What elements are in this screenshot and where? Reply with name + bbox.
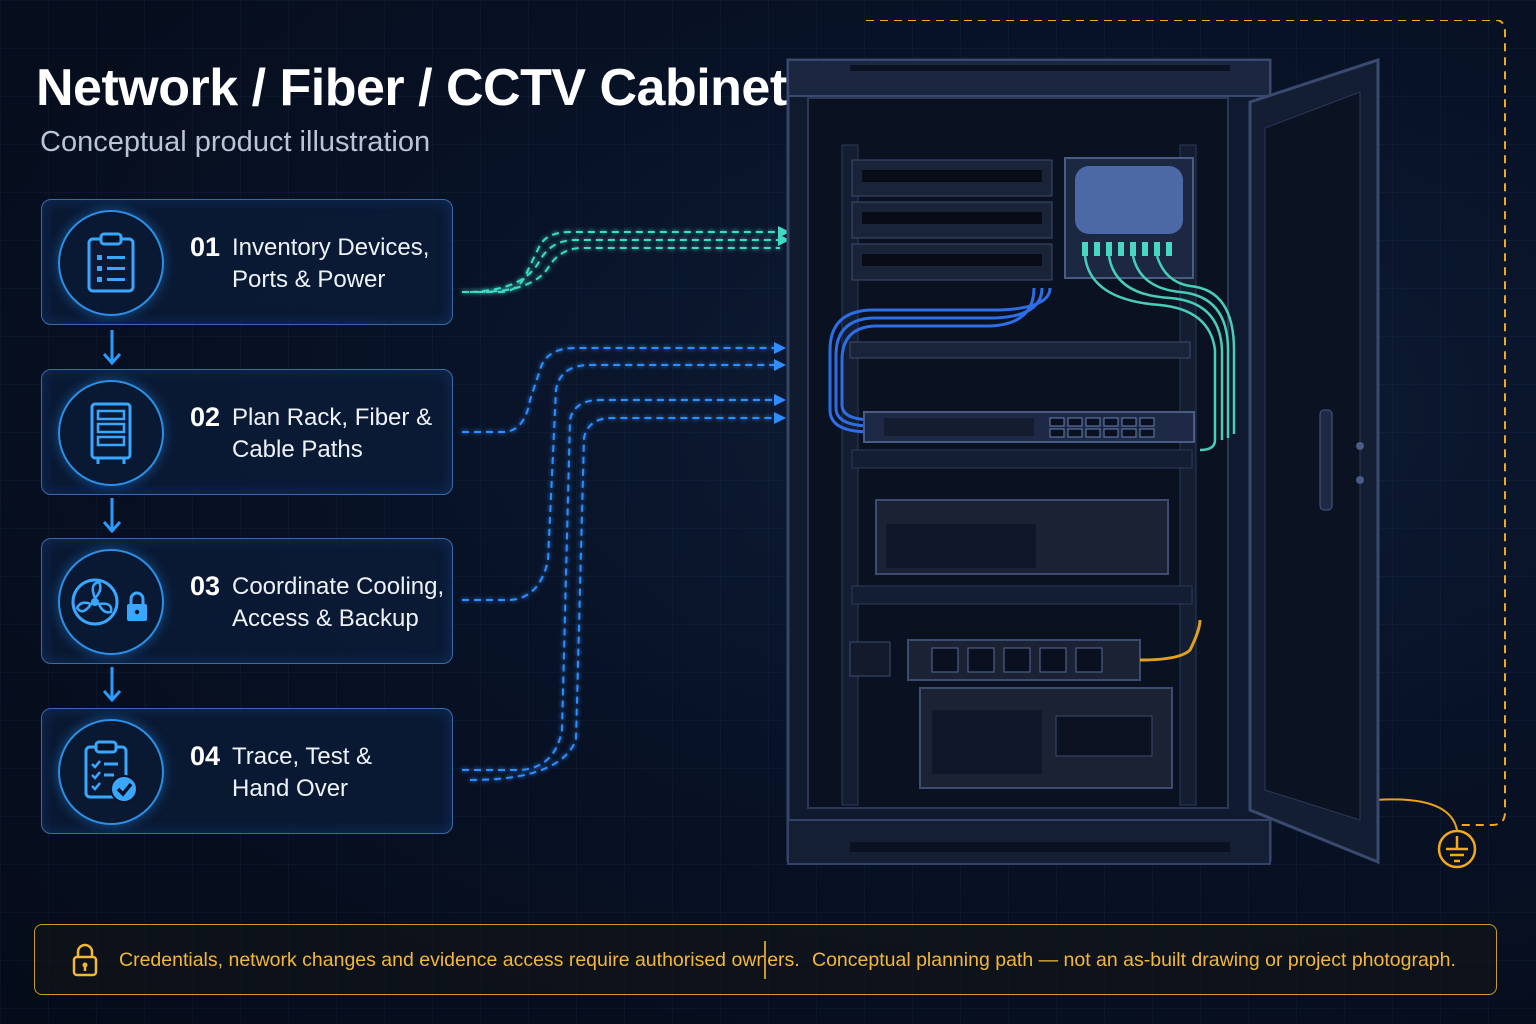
- footer-left-note: Credentials, network changes and evidenc…: [119, 949, 800, 971]
- step-text-line: Inventory Devices,: [232, 234, 430, 261]
- step-text-line: Trace, Test &: [232, 743, 373, 770]
- step-text: Plan Rack, Fiber & Cable Paths: [232, 402, 442, 466]
- cabinet-illustration: [786, 20, 1506, 869]
- arrow-down-icon: [102, 330, 122, 366]
- step-number: 03: [190, 571, 221, 601]
- page-subtitle: Conceptual product illustration: [40, 126, 431, 158]
- arrow-down-icon: [102, 498, 122, 534]
- step-icon-circle: [58, 210, 164, 316]
- footer-right-note: Conceptual planning path — not an as-bui…: [812, 949, 1456, 971]
- fan-lock-icon: [71, 578, 147, 626]
- connector-line-step3: [462, 399, 780, 771]
- connector-line-step3: [462, 364, 780, 601]
- step-card-plan: 02 Plan Rack, Fiber & Cable Paths: [41, 369, 453, 495]
- step-text-line: Coordinate Cooling,: [232, 573, 445, 600]
- step-icon-circle: [58, 549, 164, 655]
- connector-line-step1: [469, 239, 780, 293]
- page-title: Network / Fiber / CCTV Cabinet: [36, 59, 787, 117]
- step-text-line: Hand Over: [232, 775, 349, 802]
- step-text-line: Access & Backup: [232, 605, 419, 632]
- connector-line-step2: [462, 347, 780, 433]
- connector-line-step4: [469, 417, 780, 781]
- step-text-line: Cable Paths: [232, 436, 363, 463]
- step-icon-circle: [58, 380, 164, 486]
- cable-manager: [849, 341, 1191, 359]
- server-rack-icon: [90, 402, 132, 464]
- step-card-inventory: 01 Inventory Devices, Ports & Power: [41, 199, 453, 325]
- footer-divider: [764, 941, 766, 979]
- checklist-verified-icon: [84, 740, 138, 803]
- step-number: 01: [190, 232, 221, 262]
- step-icon-circle: [58, 719, 164, 825]
- connector-line-step1: [477, 247, 780, 293]
- clipboard-list-icon: [87, 232, 135, 293]
- ground-wire: [866, 20, 1506, 826]
- lock-icon: [72, 943, 98, 977]
- step-card-coordinate: 03 Coordinate Cooling, Access & Backup: [41, 538, 453, 664]
- step-text: Coordinate Cooling, Access & Backup: [232, 571, 462, 635]
- arrow-down-icon: [102, 667, 122, 703]
- step-text-line: Plan Rack, Fiber &: [232, 404, 433, 431]
- footer-notice-bar: Credentials, network changes and evidenc…: [34, 924, 1497, 995]
- door-handle: [1319, 409, 1333, 511]
- step-text: Trace, Test & Hand Over: [232, 741, 442, 805]
- step-card-trace: 04 Trace, Test & Hand Over: [41, 708, 453, 834]
- connector-lines: [462, 226, 790, 781]
- connector-arrowheads: [778, 226, 790, 246]
- step-text: Inventory Devices, Ports & Power: [232, 232, 442, 296]
- step-number: 04: [190, 741, 221, 771]
- ground-symbol-icon: [1437, 829, 1477, 869]
- connector-line-step1: [462, 231, 780, 293]
- step-number: 02: [190, 402, 221, 432]
- step-text-line: Ports & Power: [232, 266, 386, 293]
